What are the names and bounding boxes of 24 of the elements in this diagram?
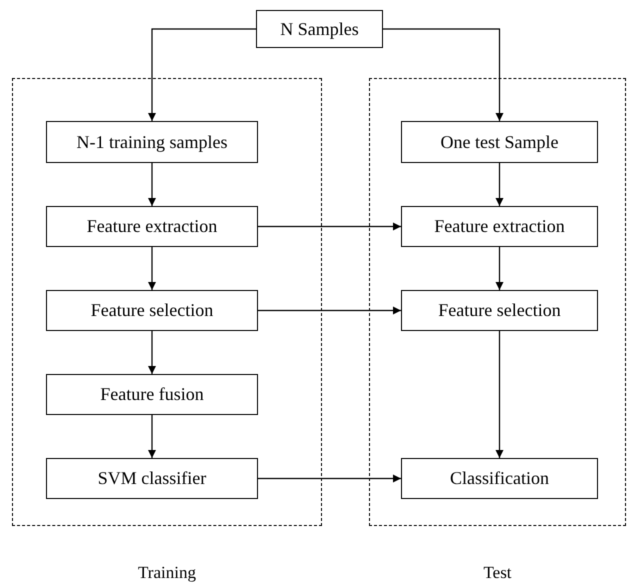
process-box: Feature selection bbox=[46, 290, 258, 331]
process-box: SVM classifier bbox=[46, 458, 258, 499]
arrow bbox=[148, 28, 256, 121]
group-heading: Test bbox=[482, 562, 513, 584]
process-box: Classification bbox=[401, 458, 598, 499]
process-box: N-1 training samples bbox=[46, 121, 258, 163]
process-box: N Samples bbox=[256, 10, 383, 48]
process-box: Feature fusion bbox=[46, 374, 258, 415]
arrow bbox=[258, 474, 401, 482]
arrow bbox=[148, 415, 156, 458]
process-box: Feature extraction bbox=[401, 206, 598, 247]
arrow bbox=[383, 28, 504, 121]
arrow bbox=[496, 163, 504, 206]
process-box: Feature selection bbox=[401, 290, 598, 331]
group-heading: Training bbox=[137, 562, 197, 584]
arrow bbox=[258, 306, 401, 314]
process-box: Feature extraction bbox=[46, 206, 258, 247]
arrow bbox=[148, 331, 156, 374]
arrow bbox=[496, 247, 504, 290]
process-box: One test Sample bbox=[401, 121, 598, 163]
arrow bbox=[258, 222, 401, 230]
arrow bbox=[148, 163, 156, 206]
arrow bbox=[148, 247, 156, 290]
arrow bbox=[496, 331, 504, 458]
